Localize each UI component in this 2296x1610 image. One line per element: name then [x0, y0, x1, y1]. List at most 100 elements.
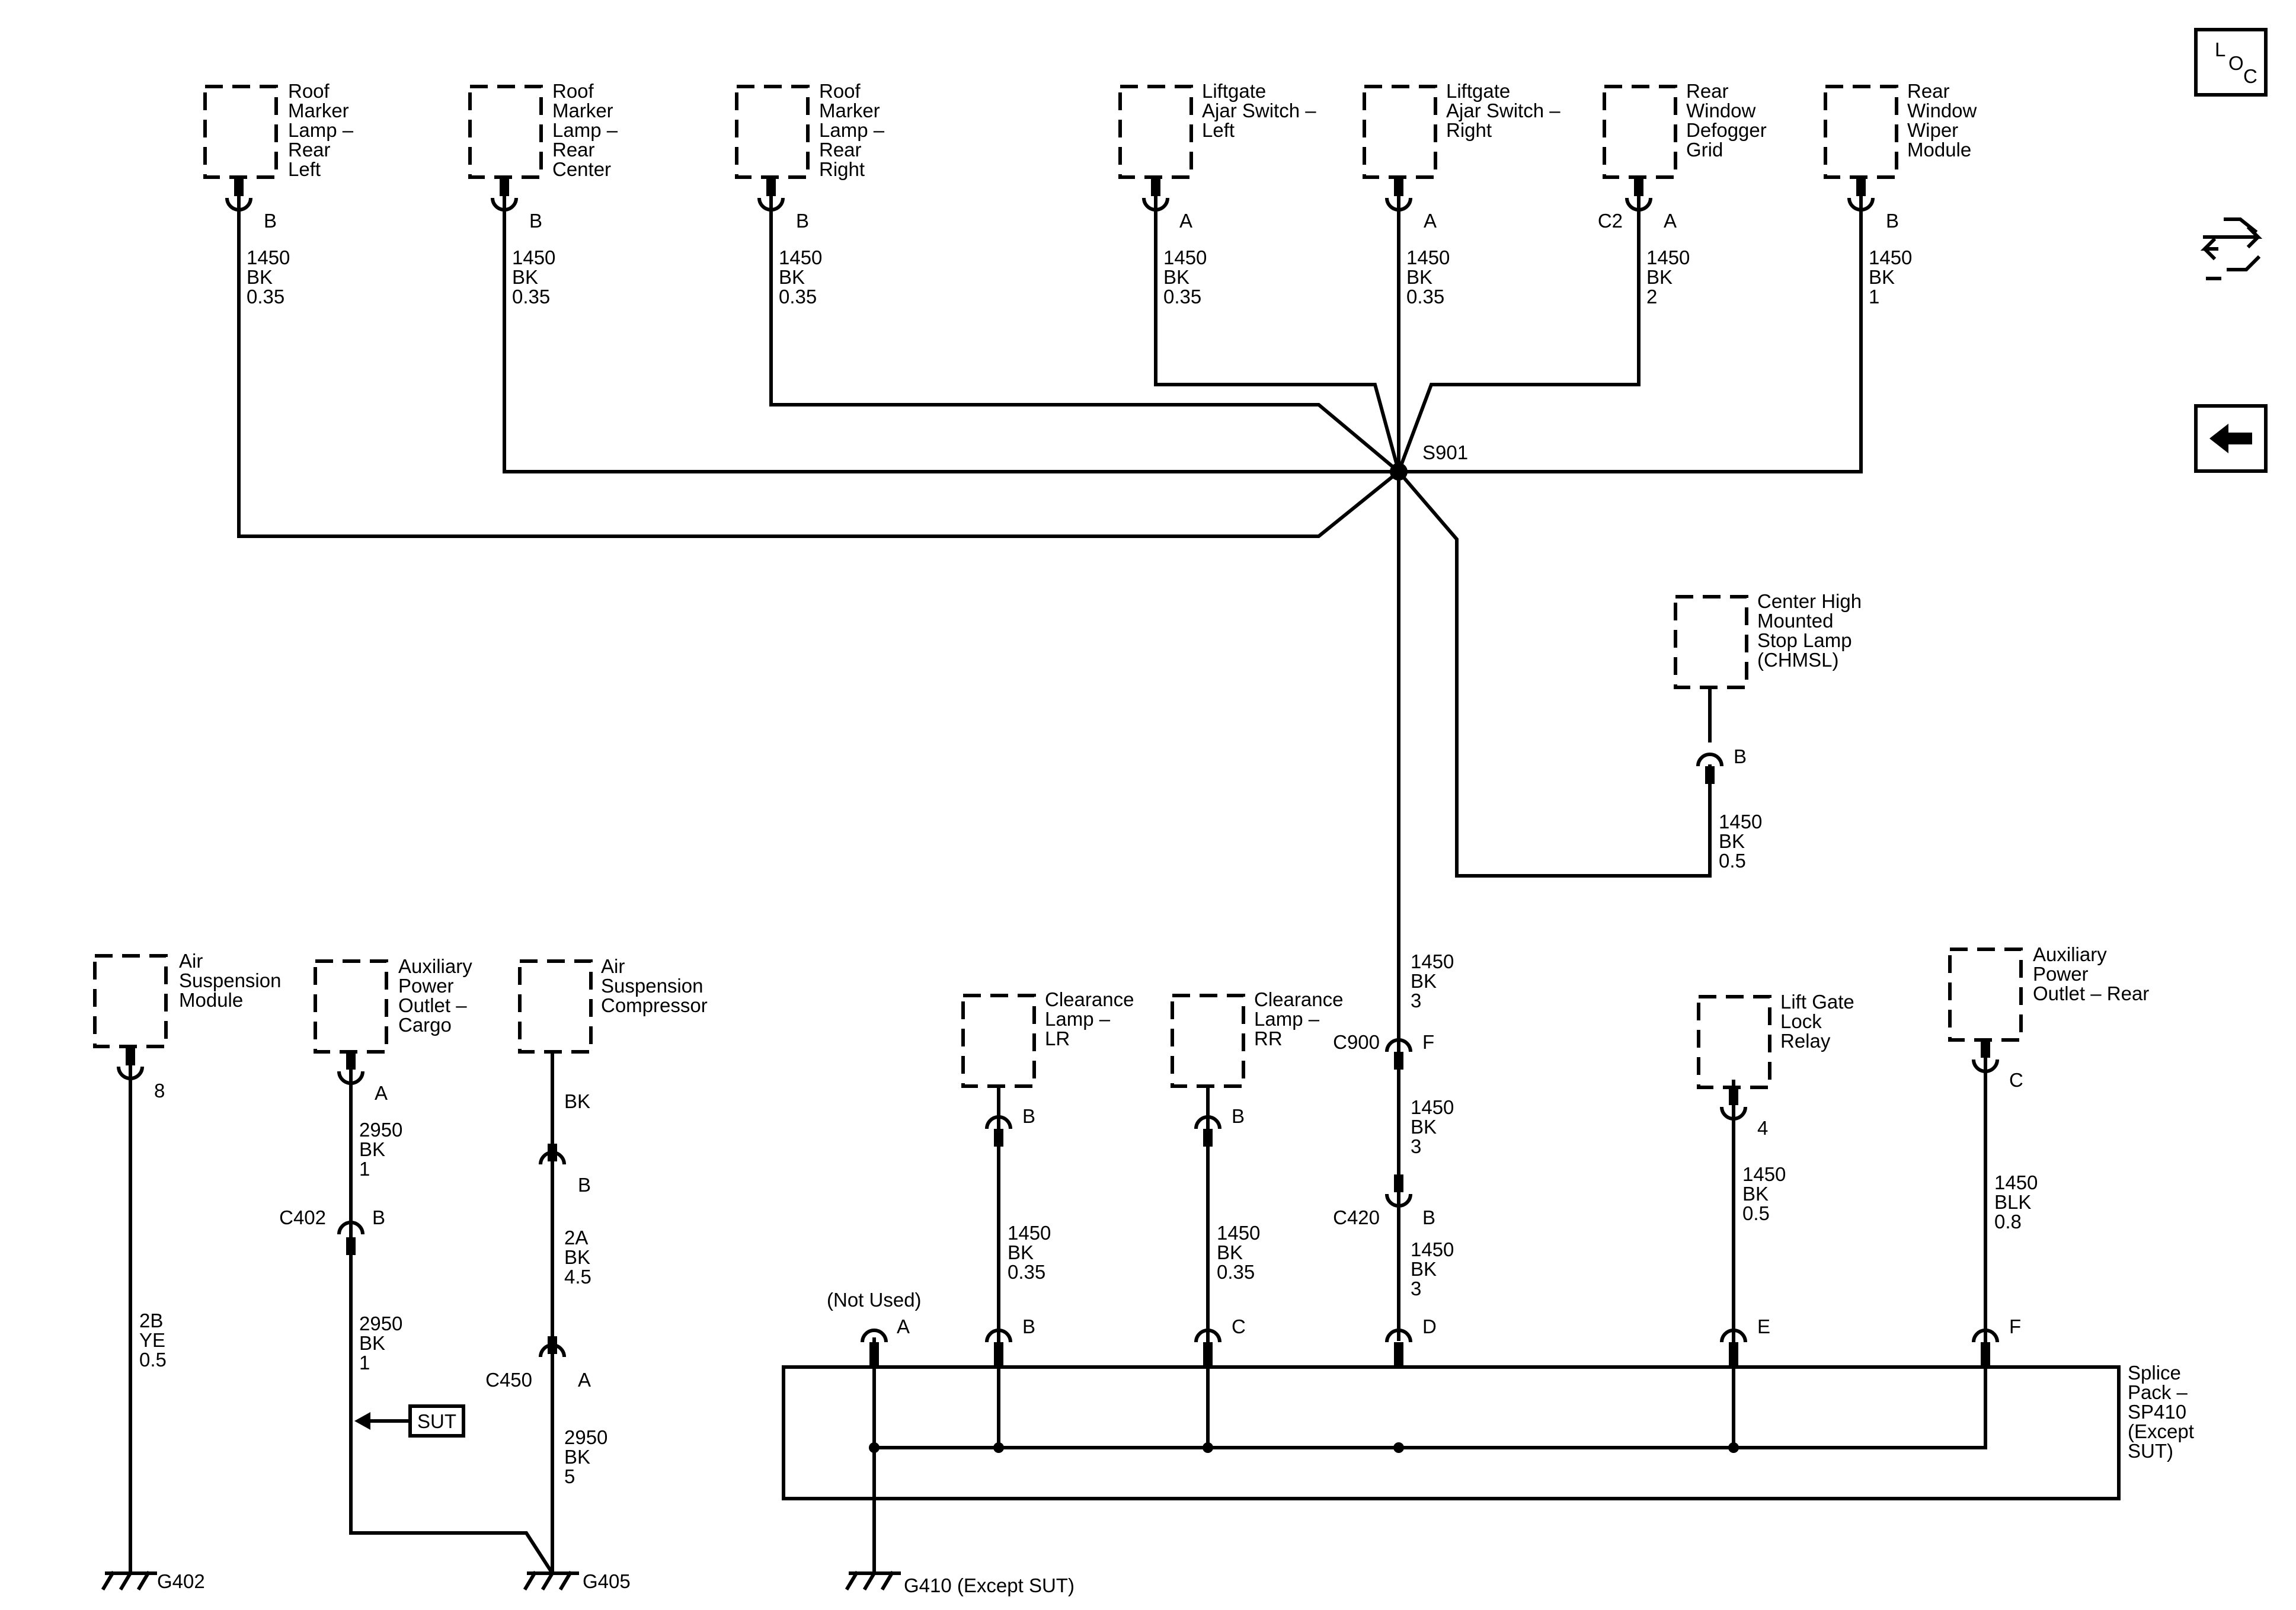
wire-roof-rl — [237, 196, 1402, 538]
box-roof-rc[interactable] — [468, 85, 543, 179]
component-aux-power-cargo-line-3: Outlet – — [398, 994, 467, 1016]
pin-c900: F — [1422, 1031, 1434, 1053]
wire-label-rear-wiper-line-3: 1 — [1869, 286, 1879, 308]
loc-button[interactable]: L O C — [2194, 28, 2268, 97]
component-roof-rr-line-1: Roof — [819, 80, 861, 102]
component-aux-power-cargo-line-2: Power — [398, 975, 454, 997]
component-air-susp-module-line-1: Air — [179, 950, 203, 972]
box-roof-rr[interactable] — [735, 85, 810, 179]
wire-label-roof-rl-line-3: 0.35 — [247, 286, 284, 308]
wire-label-aux-power-rear-line-1: 1450 — [1994, 1172, 2038, 1193]
conn-sp-b — [985, 1329, 1012, 1366]
component-rear-wiper-line-3: Wiper — [1907, 119, 1958, 141]
conn-rear-wiper — [1847, 177, 1875, 212]
pin-comp-inline: B — [578, 1174, 591, 1196]
wire-label-liftgate-l-line-2: BK — [1163, 266, 1189, 288]
component-roof-rl-line-5: Left — [288, 158, 321, 180]
pin-sp-c: C — [1232, 1315, 1246, 1337]
wire-roof-rc — [503, 196, 1863, 473]
wire-aux-cargo — [349, 1059, 555, 1576]
box-air-susp-module[interactable] — [93, 954, 168, 1048]
wire-label-roof-rr-line-2: BK — [779, 266, 805, 288]
wire-label-liftgate-relay-line-1: 1450 — [1742, 1163, 1786, 1185]
conn-sp-c — [1194, 1329, 1221, 1366]
component-clearance-rr-line-1: Clearance — [1254, 988, 1343, 1010]
pin-rear-wiper: B — [1886, 210, 1899, 232]
wire-label-roof-rc-line-3: 0.35 — [512, 286, 550, 308]
pin-aux-c402: B — [372, 1206, 385, 1228]
component-clearance-lr-line-2: Lamp – — [1045, 1008, 1111, 1030]
wire-label-comp-mid-line-3: 4.5 — [564, 1266, 591, 1288]
conn-roof-rl — [225, 177, 252, 212]
pin-sp-a: A — [897, 1315, 910, 1337]
splice-s901-dot — [1390, 463, 1408, 481]
wire-label-c900-c420-line-3: 3 — [1411, 1135, 1421, 1157]
pin-clearance-rr: B — [1232, 1105, 1245, 1127]
back-arrow-button[interactable] — [2194, 404, 2268, 473]
conn-c900 — [1385, 1038, 1412, 1070]
box-liftgate-relay[interactable] — [1697, 995, 1771, 1089]
box-air-susp-comp[interactable] — [518, 959, 593, 1054]
box-aux-cargo[interactable] — [314, 959, 388, 1054]
conn-c450 — [539, 1336, 566, 1358]
component-aux-power-cargo-line-1: Auxiliary — [398, 955, 472, 977]
harness-icon[interactable] — [2200, 217, 2263, 280]
conn-liftgate-r — [1385, 177, 1412, 212]
wire-label-roof-rl-line-1: 1450 — [247, 247, 290, 268]
component-liftgate-r-line-3: Right — [1446, 119, 1492, 141]
bus-dot-e — [1728, 1442, 1739, 1453]
component-air-susp-comp-line-3: Compressor — [601, 994, 708, 1016]
bus-dot-d — [1393, 1442, 1404, 1453]
component-roof-rl-line-4: Rear — [288, 139, 331, 161]
box-liftgate-r[interactable] — [1363, 85, 1437, 179]
conn-sp-f — [1972, 1329, 1999, 1366]
box-roof-rl[interactable] — [203, 85, 278, 179]
bus-dot-a — [869, 1442, 880, 1453]
box-rear-defog[interactable] — [1603, 85, 1677, 179]
conn-roof-rc — [491, 177, 518, 212]
wires — [129, 196, 1987, 1576]
box-clearance-lr[interactable] — [961, 994, 1036, 1088]
wire-label-aux-cargo-lower-line-3: 1 — [359, 1352, 370, 1374]
back-arrow-icon — [2209, 424, 2252, 453]
component-roof-rl-line-1: Roof — [288, 80, 330, 102]
box-rear-wiper[interactable] — [1824, 85, 1898, 179]
component-rear-defog-line-3: Defogger — [1686, 119, 1767, 141]
conn-sp-a — [861, 1329, 888, 1366]
pin-sp-e: E — [1757, 1315, 1770, 1337]
splice-s901-label: S901 — [1422, 441, 1468, 463]
component-air-susp-module-line-2: Suspension — [179, 969, 281, 991]
pin-sp-b: B — [1022, 1315, 1035, 1337]
wire-label-chmsl-line-1: 1450 — [1719, 811, 1762, 833]
component-boxes — [93, 85, 2023, 1089]
box-liftgate-l[interactable] — [1118, 85, 1193, 179]
component-roof-rl-line-3: Lamp – — [288, 119, 354, 141]
component-rear-defog-line-4: Grid — [1686, 139, 1723, 161]
loc-letter-c: C — [2243, 65, 2257, 87]
conn-comp-inline — [539, 1144, 566, 1165]
wire-label-clearance-lr-line-2: BK — [1008, 1241, 1034, 1263]
component-air-susp-module-line-3: Module — [179, 989, 243, 1011]
pin-c420: B — [1422, 1206, 1435, 1228]
component-roof-rc-line-3: Lamp – — [552, 119, 618, 141]
loc-letter-l: L — [2215, 39, 2225, 60]
box-aux-rear[interactable] — [1948, 948, 2023, 1042]
component-liftgate-relay-line-2: Lock — [1780, 1010, 1822, 1032]
component-chmsl-line-1: Center High — [1757, 590, 1862, 612]
component-air-susp-comp-line-2: Suspension — [601, 975, 703, 997]
wire-label-air-susp-module-line-3: 0.5 — [139, 1349, 167, 1371]
component-roof-rc-line-2: Marker — [552, 100, 613, 121]
component-splice-pack-line-1: Splice — [2128, 1362, 2181, 1384]
wire-label-c900-c420-line-2: BK — [1411, 1116, 1437, 1138]
box-chmsl[interactable] — [1674, 595, 1748, 689]
box-clearance-rr[interactable] — [1171, 994, 1245, 1088]
pin-aux-power-rear: C — [2009, 1069, 2023, 1091]
wire-label-c420-sp-line-2: BK — [1411, 1258, 1437, 1280]
conn-c420 — [1385, 1174, 1412, 1208]
connector-c900: C900 — [1333, 1031, 1380, 1053]
pin-rear-defog: A — [1664, 210, 1677, 232]
wire-label-liftgate-r-line-2: BK — [1406, 266, 1432, 288]
component-liftgate-r-line-1: Liftgate — [1446, 80, 1510, 102]
